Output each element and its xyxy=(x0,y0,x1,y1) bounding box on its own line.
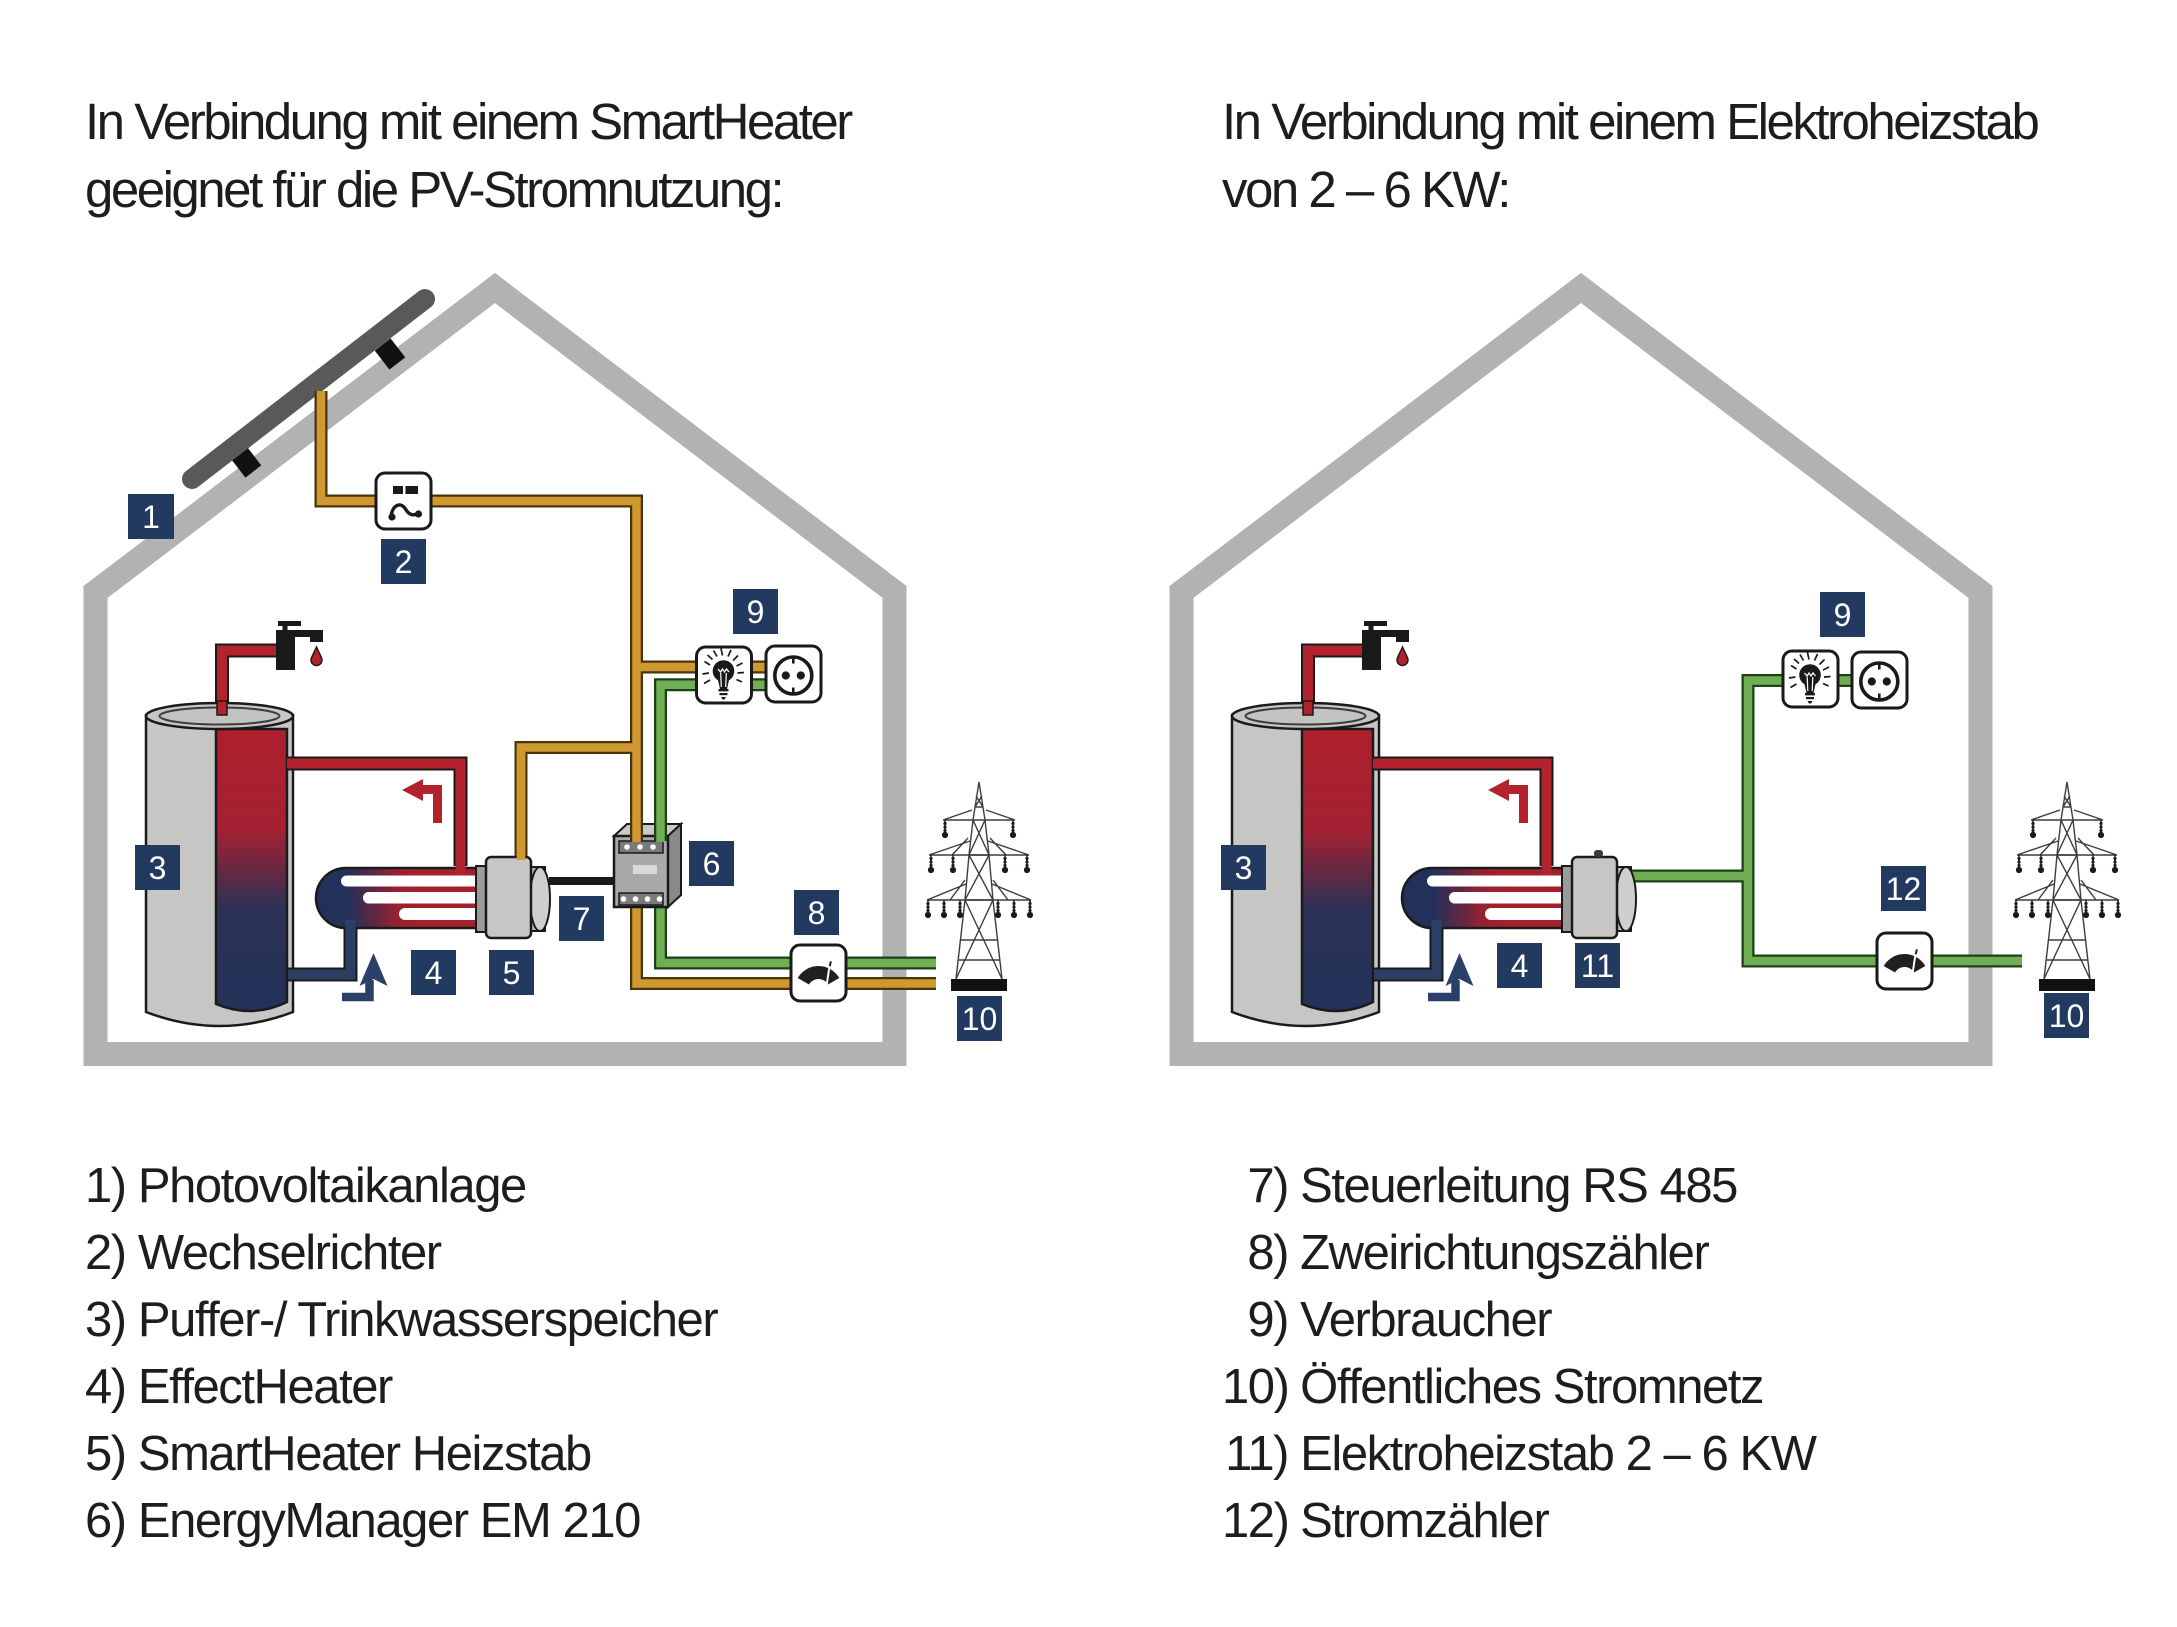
svg-text:3: 3 xyxy=(1235,850,1253,886)
svg-text:10: 10 xyxy=(962,1001,998,1037)
svg-text:3: 3 xyxy=(149,850,167,886)
svg-text:4: 4 xyxy=(425,955,443,991)
svg-text:1: 1 xyxy=(142,499,160,535)
svg-text:5: 5 xyxy=(503,955,521,991)
svg-text:7: 7 xyxy=(573,901,591,937)
svg-text:12: 12 xyxy=(1886,871,1922,907)
svg-text:11: 11 xyxy=(1581,948,1614,984)
svg-text:9: 9 xyxy=(747,594,765,630)
svg-text:8: 8 xyxy=(808,895,826,931)
svg-text:2: 2 xyxy=(395,544,413,580)
svg-text:10: 10 xyxy=(2049,998,2085,1034)
svg-text:6: 6 xyxy=(703,846,721,882)
svg-text:9: 9 xyxy=(1834,597,1852,633)
svg-text:4: 4 xyxy=(1511,948,1529,984)
